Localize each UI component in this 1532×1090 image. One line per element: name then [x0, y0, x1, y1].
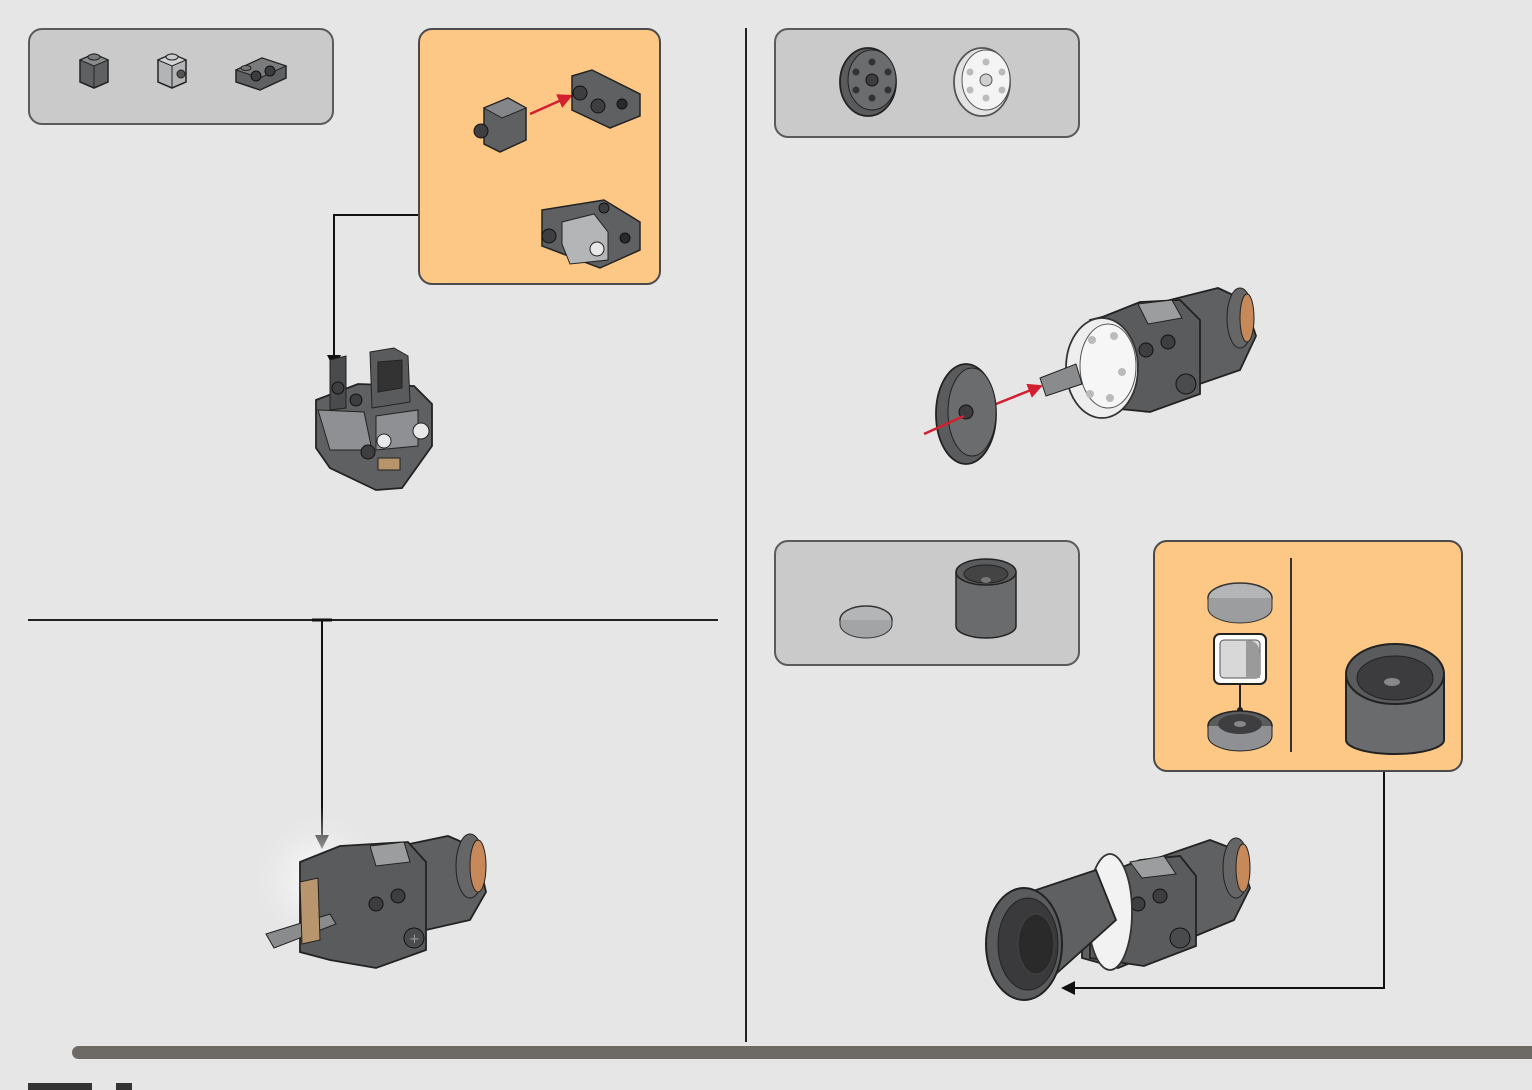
round-tile-with-sticker-subassembly-icon	[1208, 583, 1444, 754]
footer-mark-right	[116, 1083, 132, 1090]
wheel-hub-dark-gray-icon	[840, 48, 896, 116]
bracket-plate-dark-gray-icon	[236, 58, 286, 90]
svg-text:+: +	[409, 932, 420, 947]
engine-attach-wheel-icon	[924, 288, 1256, 464]
round-tile-2x2-light-gray-icon	[840, 606, 892, 638]
engine-nacelle-with-axle-icon: +	[246, 806, 486, 968]
brick-1x1-dark-gray-icon	[80, 54, 108, 88]
engine-core-build-icon	[316, 348, 432, 490]
footer-mark-left	[28, 1083, 92, 1090]
wheel-hub-white-icon	[954, 48, 1010, 116]
brick-1x1-stud-side-light-gray-icon	[158, 54, 186, 88]
engine-final-nozzle-icon	[986, 838, 1250, 1000]
bracket-with-brick-subassembly-icon	[474, 70, 640, 268]
page-footer-bar	[72, 1046, 1532, 1059]
round-brick-2x2-dark-gray-icon	[956, 559, 1016, 638]
